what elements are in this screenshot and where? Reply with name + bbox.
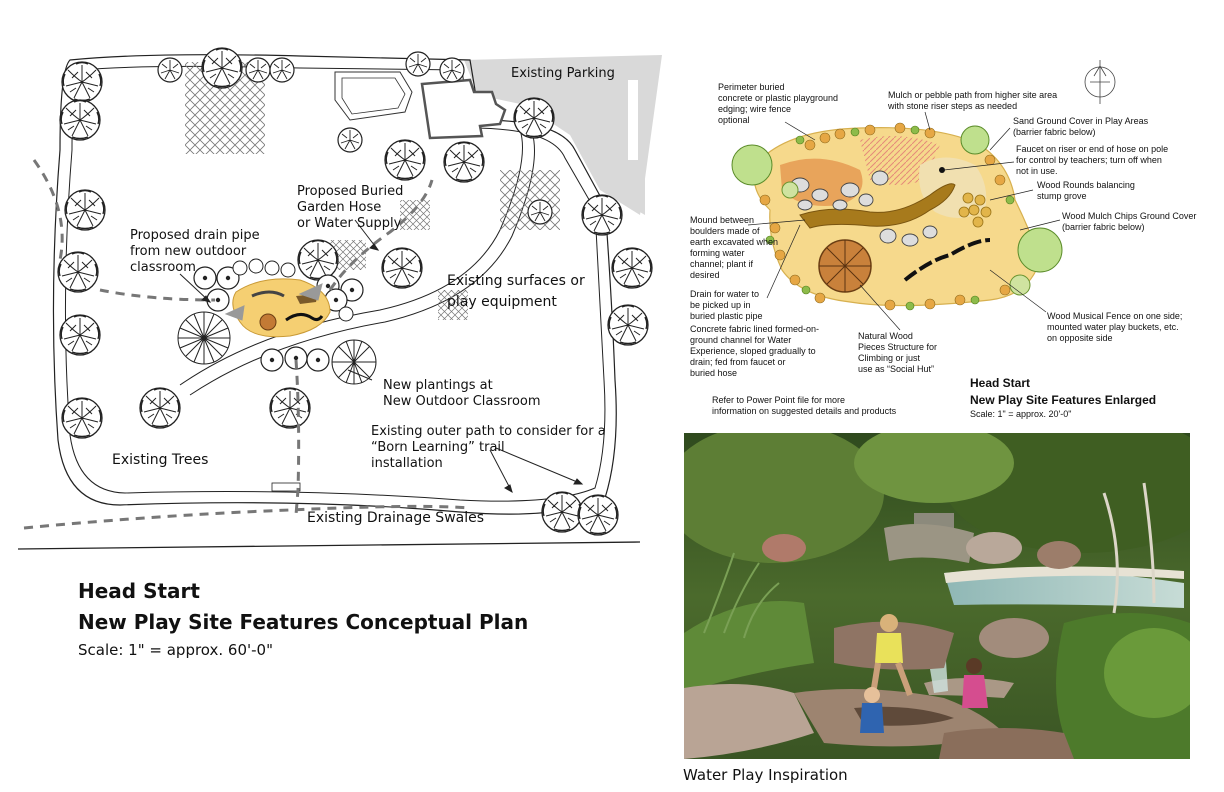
note-faucet-1: Faucet on riser or end of hose on pole <box>1016 144 1169 154</box>
label-outer-path-2: “Born Learning” trail <box>371 440 505 455</box>
label-new-plantings-2: New Outdoor Classroom <box>383 394 541 409</box>
label-existing-surfaces-2: play equipment <box>447 294 557 310</box>
site-plan-scale: Scale: 1" = approx. 60'-0" <box>78 641 273 659</box>
note-mound-1: Mound between <box>690 215 755 225</box>
label-drain-pipe-1: Proposed drain pipe <box>130 228 260 243</box>
label-existing-parking: Existing Parking <box>511 66 615 81</box>
note-wood-mulch-1: Wood Mulch Chips Ground Cover <box>1062 211 1197 221</box>
note-mound-3: earth excavated when <box>690 237 779 247</box>
label-drain-pipe-3: classroom <box>130 260 196 275</box>
label-outer-path-1: Existing outer path to consider for a <box>371 424 606 439</box>
note-perimeter-2: concrete or plastic playground <box>718 93 839 103</box>
note-channel-1: Concrete fabric lined formed-on- <box>690 324 820 334</box>
note-wood-rounds-1: Wood Rounds balancing <box>1037 180 1135 190</box>
note-channel-5: buried hose <box>690 368 738 378</box>
note-natural-wood-4: use as “Social Hut” <box>858 364 935 374</box>
note-wood-mulch-2: (barrier fabric below) <box>1062 222 1145 232</box>
note-perimeter-4: optional <box>718 115 750 125</box>
label-existing-trees: Existing Trees <box>112 452 209 468</box>
label-proposed-hose-3: or Water Supply <box>297 216 402 231</box>
note-musical-fence-1: Wood Musical Fence on one side; <box>1047 311 1183 321</box>
note-drain-3: buried plastic pipe <box>690 311 763 321</box>
water-play-photo <box>684 433 1190 759</box>
note-channel-3: Experience, sloped gradually to <box>690 346 816 356</box>
label-existing-surfaces-1: Existing surfaces or <box>447 273 585 289</box>
note-natural-wood-2: Pieces Structure for <box>858 342 938 352</box>
note-drain-2: be picked up in <box>690 300 751 310</box>
note-power-point-2: information on suggested details and pro… <box>712 406 897 416</box>
enlarged-play-area <box>731 60 1116 331</box>
note-sand-cover-2: (barrier fabric below) <box>1013 127 1096 137</box>
label-proposed-hose-2: Garden Hose <box>297 200 382 215</box>
photo-caption: Water Play Inspiration <box>683 766 848 784</box>
note-faucet-2: for control by teachers; turn off when <box>1016 155 1162 165</box>
note-channel-4: drain; fed from faucet or <box>690 357 786 367</box>
label-outer-path-3: installation <box>371 456 443 471</box>
note-faucet-3: not in use. <box>1016 166 1058 176</box>
note-mound-4: forming water <box>690 248 745 258</box>
note-natural-wood-3: Climbing or just <box>858 353 921 363</box>
site-plan-title-line2: New Play Site Features Conceptual Plan <box>78 610 529 634</box>
label-new-plantings-1: New plantings at <box>383 378 493 393</box>
note-perimeter-3: edging; wire fence <box>718 104 792 114</box>
note-perimeter-1: Perimeter buried <box>718 82 785 92</box>
note-musical-fence-2: mounted water play buckets, etc. <box>1047 322 1179 332</box>
note-mulch-path-1: Mulch or pebble path from higher site ar… <box>888 90 1058 100</box>
note-mound-5: channel; plant if <box>690 259 754 269</box>
enlarged-plan-title-line2: New Play Site Features Enlarged <box>970 393 1157 407</box>
note-sand-cover-1: Sand Ground Cover in Play Areas <box>1013 116 1149 126</box>
note-wood-rounds-2: stump grove <box>1037 191 1087 201</box>
note-mound-6: desired <box>690 270 720 280</box>
enlarged-plan-scale: Scale: 1" = approx. 20'-0" <box>970 409 1072 419</box>
note-musical-fence-3: on opposite side <box>1047 333 1113 343</box>
note-mulch-path-2: with stone riser steps as needed <box>888 101 1018 111</box>
note-drain-1: Drain for water to <box>690 289 760 299</box>
note-power-point-1: Refer to Power Point file for more <box>712 395 846 405</box>
site-plan-title-line1: Head Start <box>78 579 200 603</box>
note-channel-2: ground channel for Water <box>690 335 792 345</box>
enlarged-plan-title-line1: Head Start <box>970 376 1031 390</box>
label-proposed-hose-1: Proposed Buried <box>297 184 404 199</box>
label-drainage-swales: Existing Drainage Swales <box>307 510 485 526</box>
note-mound-2: boulders made of <box>690 226 760 236</box>
note-natural-wood-1: Natural Wood <box>858 331 913 341</box>
label-drain-pipe-2: from new outdoor <box>130 244 247 259</box>
